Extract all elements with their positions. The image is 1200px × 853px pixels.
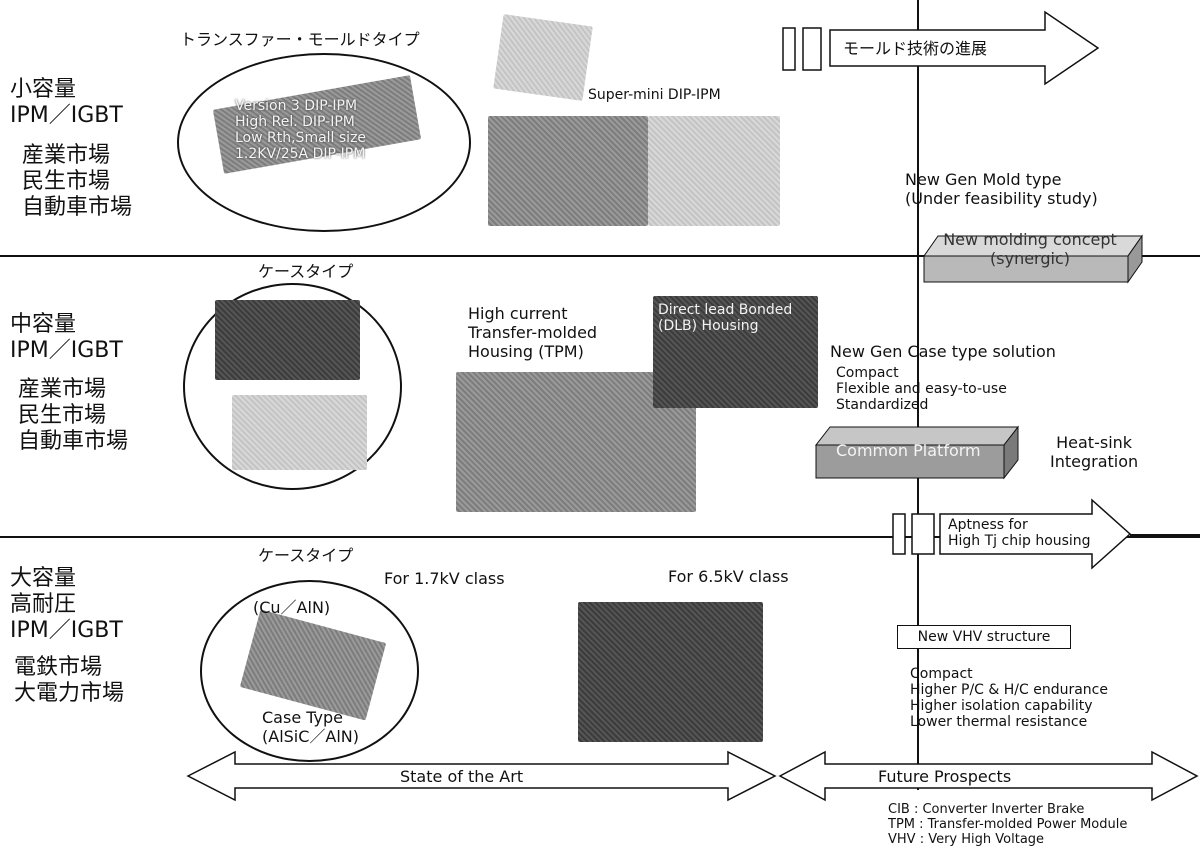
vhv-box: New VHV structure [897,625,1071,649]
abbreviation-legend: CIB : Converter Inverter Brake TPM : Tra… [888,802,1127,847]
new-gen-case-label: New Gen Case type solution [830,342,1056,361]
new-gen-mold-label: New Gen Mold type (Under feasibility stu… [905,170,1098,208]
vhv-features: Compact Higher P/C & H/C endurance Highe… [910,666,1108,730]
common-platform-label: Common Platform [836,441,981,460]
state-of-art-label: State of the Art [400,767,523,786]
mold-arrow-label: モールド技術の進展 [843,39,987,58]
heat-sink-label: Heat-sink Integration [1050,433,1138,471]
future-prospects-label: Future Prospects [878,767,1011,786]
case-features: Compact Flexible and easy-to-use Standar… [836,365,1007,413]
new-molding-concept-label: New molding concept (synergic) [930,230,1130,268]
aptness-label: Aptness for High Tj chip housing [948,517,1091,549]
